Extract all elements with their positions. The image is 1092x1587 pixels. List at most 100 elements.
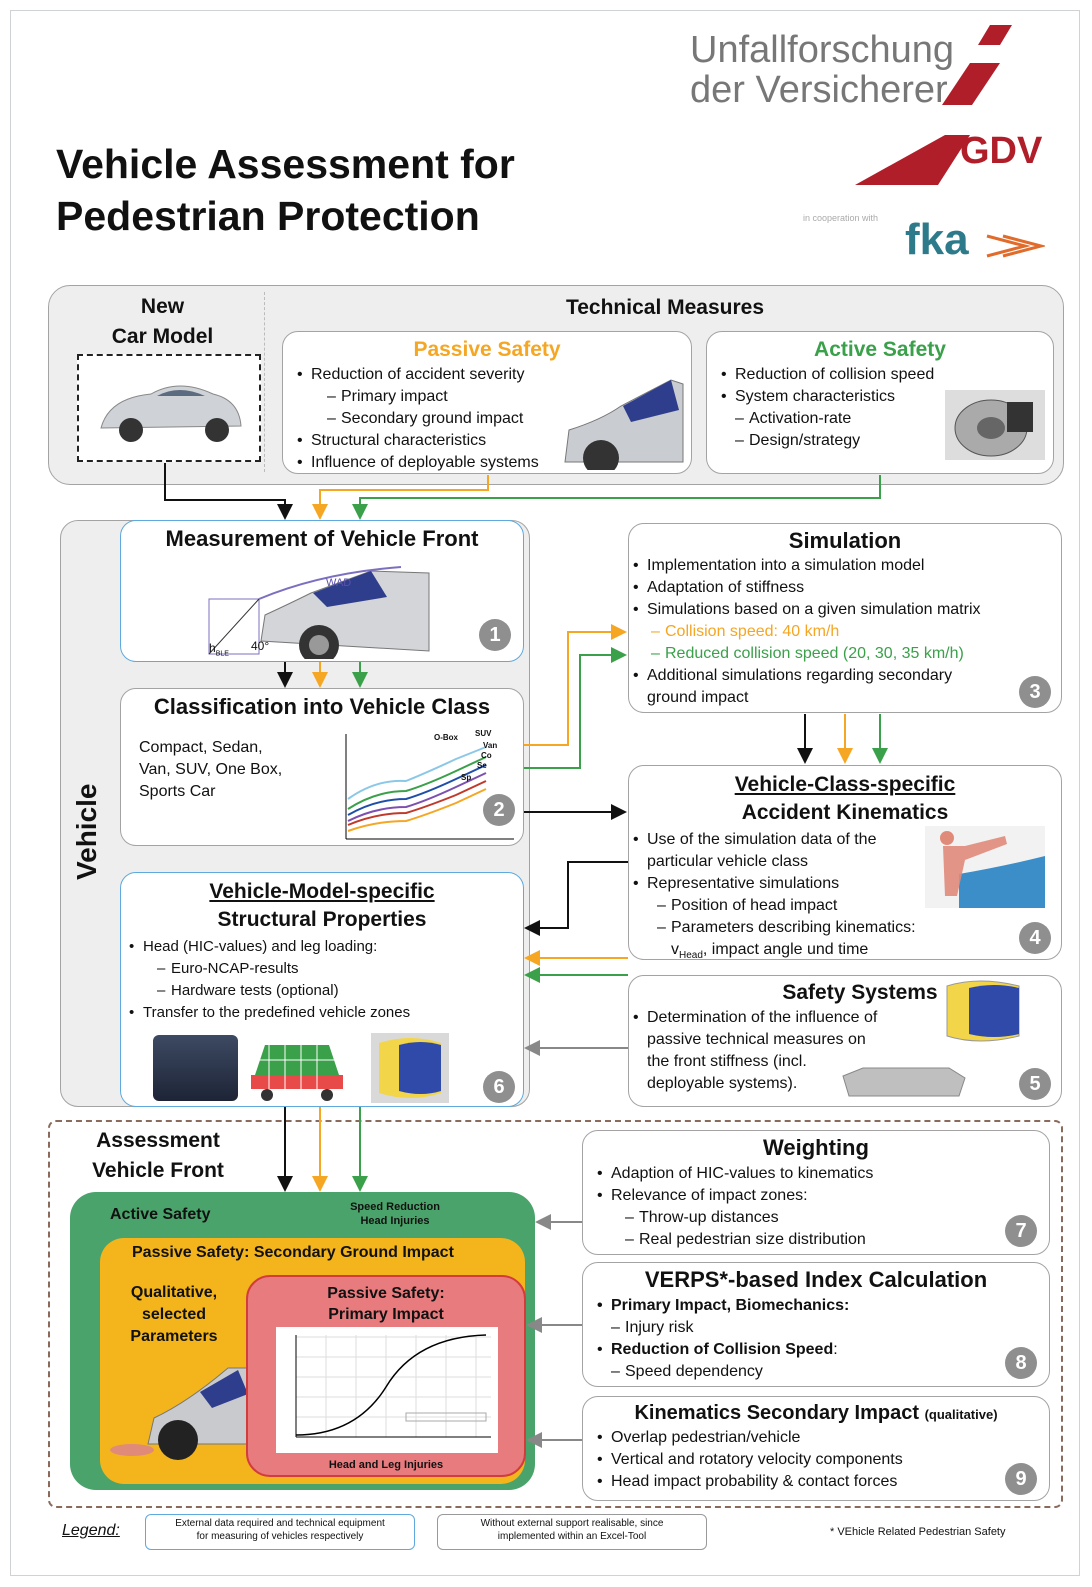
list-item: Adaptation of stiffness: [633, 577, 1061, 599]
vehicle-classes: Compact, Sedan, Van, SUV, One Box, Sport…: [139, 739, 283, 800]
fka-arrows-icon: [986, 234, 1045, 258]
step-9-box: Kinematics Secondary Impact (qualitative…: [582, 1396, 1050, 1501]
car-pedestrian-impact-icon: [110, 1367, 248, 1460]
list-item: Euro-NCAP-results: [157, 958, 523, 980]
passive-secondary-label: Passive Safety: Secondary Ground Impact: [132, 1244, 454, 1261]
qualitative-label: Qualitative, selected Parameters: [130, 1284, 218, 1345]
active-safety-box: Active Safety Reduction of collision spe…: [706, 331, 1054, 474]
list-item: ground impact: [647, 689, 749, 706]
step-number-badge: 9: [1005, 1463, 1037, 1495]
list-item: deployable systems).: [647, 1075, 798, 1092]
series-line-co: [347, 772, 487, 822]
series-line-van: [347, 764, 487, 816]
step-6-title: Vehicle-Model-specific Structural Proper…: [209, 880, 435, 931]
vehicle-class-stiffness-chart: [345, 734, 514, 840]
step-number-badge: 6: [483, 1071, 515, 1103]
vehicle-label: Vehicle: [71, 783, 102, 880]
step-6-box: Vehicle-Model-specific Structural Proper…: [120, 872, 524, 1107]
list-item: particular vehicle class: [647, 853, 808, 870]
step-1-title: Measurement of Vehicle Front: [165, 526, 479, 551]
list-item: Head impact probability & contact forces: [597, 1471, 1049, 1493]
step-number-badge: 2: [483, 794, 515, 826]
list-item: Primary Impact, Biomechanics:: [597, 1295, 1049, 1317]
step-number-badge: 8: [1005, 1347, 1037, 1379]
chart-label-suv: SUV: [475, 729, 492, 738]
list-item: Injury risk: [611, 1317, 1049, 1339]
legend-external-data: External data required and technical equ…: [145, 1514, 415, 1550]
car-front-icon: [564, 379, 684, 470]
step-9-title: Kinematics Secondary Impact (qualitative…: [634, 1402, 998, 1424]
list-item: Overlap pedestrian/vehicle: [597, 1427, 1049, 1449]
list-item: Parameters describing kinematics:: [657, 917, 1061, 939]
step-4-box: Vehicle-Class-specific Accident Kinemati…: [628, 765, 1062, 961]
footnote: * VEhicle Related Pedestrian Safety: [830, 1526, 1006, 1538]
list-item: passive technical measures on: [647, 1031, 866, 1048]
vehicle-zones-grid-icon: [251, 1045, 343, 1101]
new-car-model-label: New Car Model: [111, 295, 214, 348]
probability-curve: [295, 1334, 491, 1438]
step-1-box: Measurement of Vehicle Front WAD 40° hBL…: [120, 520, 524, 662]
brake-disc-icon: [945, 390, 1045, 460]
active-safety-title: Active Safety: [814, 338, 946, 361]
list-item: Implementation into a simulation model: [633, 555, 1061, 577]
injury-probability-chart: [276, 1327, 498, 1453]
car-photo: [153, 1035, 238, 1101]
list-item: Determination of the influence of: [633, 1007, 1061, 1029]
legend-label: Legend:: [62, 1522, 120, 1539]
list-item: Reduced collision speed (20, 30, 35 km/h…: [651, 643, 1061, 665]
hble-label: hBLE: [209, 641, 229, 658]
list-item: Simulations based on a given simulation …: [633, 599, 1061, 621]
vehicle-front-measurement-icon: [208, 566, 430, 659]
list-item: Head (HIC-values) and leg loading:: [129, 936, 523, 958]
angle-label: 40°: [251, 639, 270, 653]
step-8-title: VERPS*-based Index Calculation: [644, 1267, 988, 1292]
list-item: System characteristics: [721, 386, 1053, 408]
fka-logo: fka: [905, 215, 969, 264]
gdv-logo: GDV: [960, 130, 1043, 172]
bumper-icon: [842, 1067, 966, 1097]
list-item: Position of head impact: [657, 895, 1061, 917]
hood-zones-icon: [371, 1033, 449, 1103]
list-item: Additional simulations regarding seconda…: [633, 665, 1061, 687]
step-2-title: Classification into Vehicle Class: [153, 694, 491, 719]
list-item: Speed dependency: [611, 1361, 1049, 1383]
step-7-title: Weighting: [763, 1135, 869, 1160]
list-item: Reduction of accident severity: [297, 364, 691, 386]
list-item: Influence of deployable systems: [297, 452, 691, 474]
chart-label-obox: O-Box: [434, 733, 458, 742]
udv-logo-text: Unfallforschung der Versicherer: [690, 29, 955, 111]
step-number-badge: 1: [479, 619, 511, 651]
passive-safety-box: Passive Safety Reduction of accident sev…: [282, 331, 692, 474]
list-item: Secondary ground impact: [327, 408, 691, 430]
list-item: Relevance of impact zones:: [597, 1185, 1049, 1207]
list-item: Adaption of HIC-values to kinematics: [597, 1163, 1049, 1185]
list-item: Representative simulations: [633, 873, 1061, 895]
car-icon: [100, 385, 242, 442]
assessment-title: Assessment Vehicle Front: [92, 1129, 224, 1182]
divider: [264, 292, 265, 472]
chart-label-se: Se: [477, 761, 487, 770]
speed-reduction-label: Speed Reduction Head Injuries: [350, 1201, 440, 1227]
step-3-title: Simulation: [788, 528, 902, 553]
pedestrian-kinematics-icon: [925, 826, 1045, 908]
list-item: Activation-rate: [735, 408, 1053, 430]
list-item: Hardware tests (optional): [157, 980, 523, 1002]
page-title: Vehicle Assessment for Pedestrian Protec…: [56, 141, 515, 239]
chart-label-van: Van: [483, 741, 498, 750]
step-8-box: VERPS*-based Index Calculation Primary I…: [582, 1262, 1050, 1387]
series-line-se: [347, 780, 487, 826]
page-frame: [10, 10, 1080, 1576]
passive-safety-title: Passive Safety: [413, 338, 561, 361]
list-item: Use of the simulation data of the: [633, 829, 1061, 851]
step-7-box: Weighting Adaption of HIC-values to kine…: [582, 1130, 1050, 1255]
list-item: Reduction of collision speed: [721, 364, 1053, 386]
list-item: Vertical and rotatory velocity component…: [597, 1449, 1049, 1471]
new-car-image-frame: [77, 354, 261, 462]
chart-label-sp: Sp: [461, 773, 472, 782]
step-number-badge: 3: [1019, 676, 1051, 708]
list-item: Real pedestrian size distribution: [625, 1229, 1049, 1251]
step-number-badge: 4: [1019, 922, 1051, 954]
list-item: Design/strategy: [735, 430, 1053, 452]
assessment-primary-zone: Passive Safety: Primary Impact Head and …: [246, 1275, 526, 1477]
series-line-sp: [347, 788, 487, 832]
